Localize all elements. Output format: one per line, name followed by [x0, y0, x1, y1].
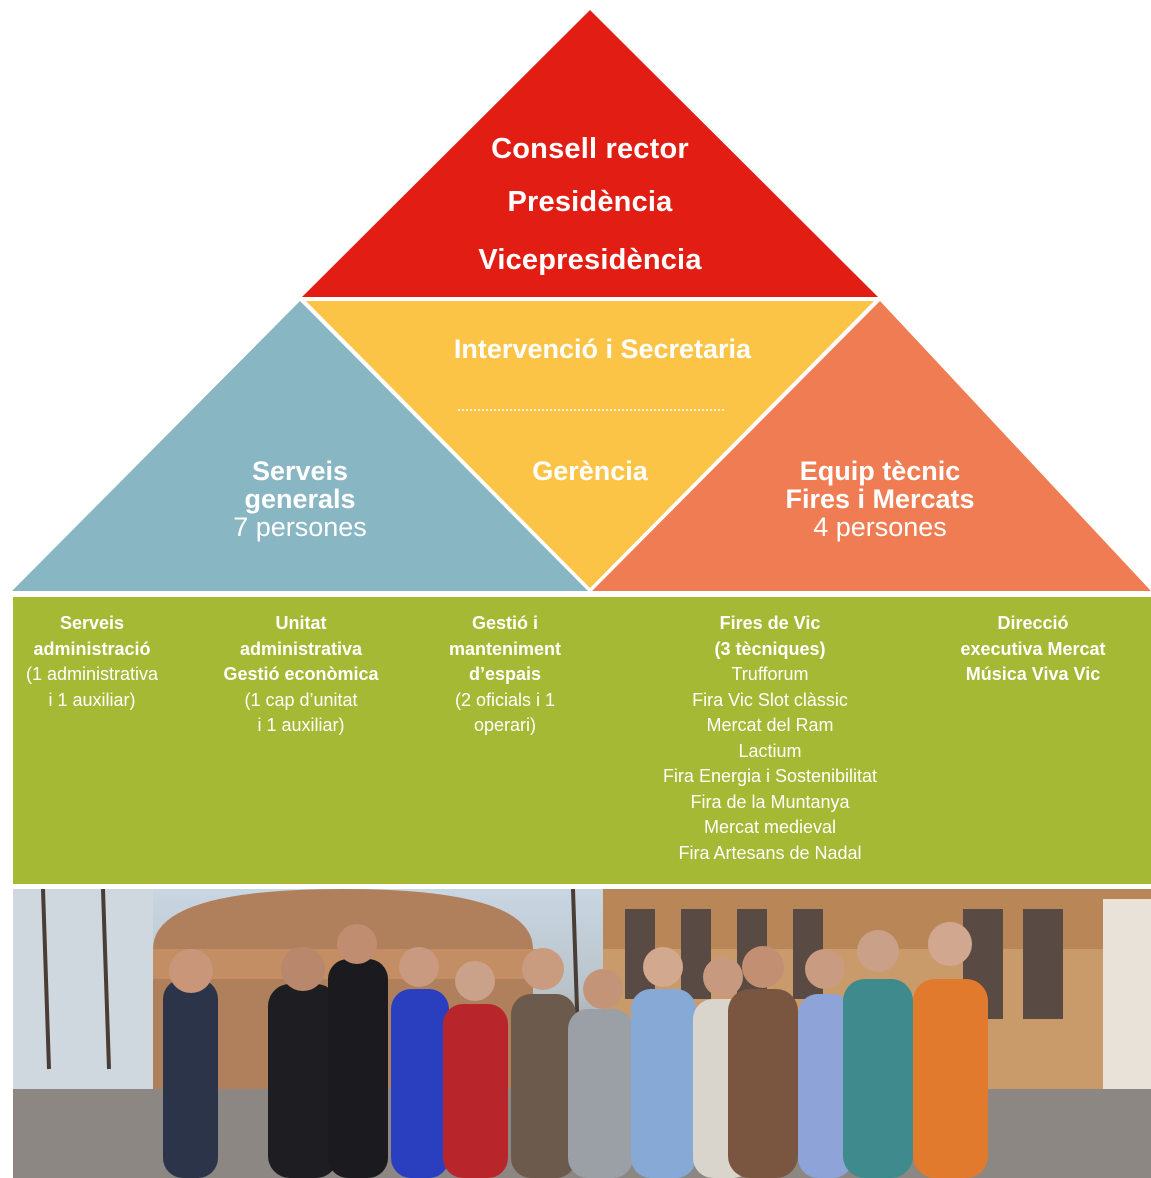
unit-body-line: (1 cap d’unitat — [244, 689, 358, 710]
unit-body-line: i 1 auxiliar) — [257, 715, 345, 735]
team-photo-illustration — [13, 889, 1151, 1178]
units-band: Serveis administració (1 administrativa … — [13, 597, 1151, 884]
top-line-consell: Consell rector — [491, 133, 689, 165]
fira-item: Fira Vic Slot clàssic — [692, 689, 848, 710]
unit-serveis-administracio: Serveis administració (1 administrativa … — [13, 611, 171, 713]
serveis-count: 7 persones — [233, 512, 367, 542]
fira-item: Fira Energia i Sostenibilitat — [662, 766, 878, 786]
center-inverted-triangle — [306, 301, 874, 588]
serveis-title-2: generals — [244, 484, 356, 514]
equip-tecnic-label: Equip tècnic Fires i Mercats 4 persones — [740, 457, 1020, 541]
unit-head-line: Direcció — [997, 613, 1069, 633]
unit-head-line: administrativa — [239, 638, 363, 659]
unit-gestio-espais: Gestió i manteniment d’espais (2 oficial… — [425, 611, 585, 739]
unit-body-line: (2 oficials i 1 — [454, 689, 556, 710]
unit-head-line: Música Viva Vic — [965, 664, 1101, 684]
unit-body-line: (1 administrativa — [25, 664, 159, 684]
equip-title-1: Equip tècnic — [799, 456, 961, 486]
unit-fires-de-vic: Fires de Vic (3 tècniques) Trufforum Fir… — [625, 611, 915, 866]
unit-head-line: d’espais — [468, 664, 542, 684]
gerencia-title: Gerència — [532, 456, 648, 486]
equip-title-2: Fires i Mercats — [785, 484, 975, 514]
unit-head-line: (3 tècniques) — [714, 638, 826, 659]
right-triangle — [592, 301, 1151, 591]
team-photo — [13, 889, 1151, 1178]
fira-item: Lactium — [738, 740, 802, 761]
org-pyramid — [12, 10, 1151, 591]
unit-head-line: manteniment — [448, 638, 562, 659]
unit-head-line: Unitat — [275, 613, 327, 633]
top-line-presidencia: Presidència — [507, 186, 673, 218]
serveis-generals-label: Serveis generals 7 persones — [180, 457, 420, 541]
unit-head-line: administració — [33, 638, 151, 659]
unit-body-line: i 1 auxiliar) — [48, 689, 136, 710]
serveis-title-1: Serveis — [251, 456, 349, 486]
unit-head-line: Gestió i — [471, 613, 538, 633]
unit-head-line: Gestió econòmica — [223, 664, 379, 684]
unit-head-line: executiva Mercat — [960, 638, 1106, 659]
unit-direccio-musica-viva: Direcció executiva Mercat Música Viva Vi… — [923, 611, 1143, 688]
fira-item: Mercat del Ram — [706, 715, 834, 735]
unit-head-line: Fires de Vic — [719, 613, 821, 633]
unit-body-line: operari) — [473, 715, 537, 735]
equip-count: 4 persones — [813, 512, 947, 542]
unit-head-line: Serveis — [59, 613, 125, 633]
left-triangle — [12, 301, 588, 591]
fira-item: Fira Artesans de Nadal — [678, 842, 862, 863]
fira-item: Fira de la Muntanya — [690, 791, 850, 812]
fira-item: Mercat medieval — [703, 817, 837, 837]
fira-item: Trufforum — [731, 664, 809, 684]
top-line-vicepresidencia: Vicepresidència — [478, 244, 702, 276]
top-triangle — [302, 10, 878, 297]
intervencio-title: Intervenció i Secretaria — [453, 334, 752, 364]
unit-unitat-administrativa: Unitat administrativa Gestió econòmica (… — [201, 611, 401, 739]
